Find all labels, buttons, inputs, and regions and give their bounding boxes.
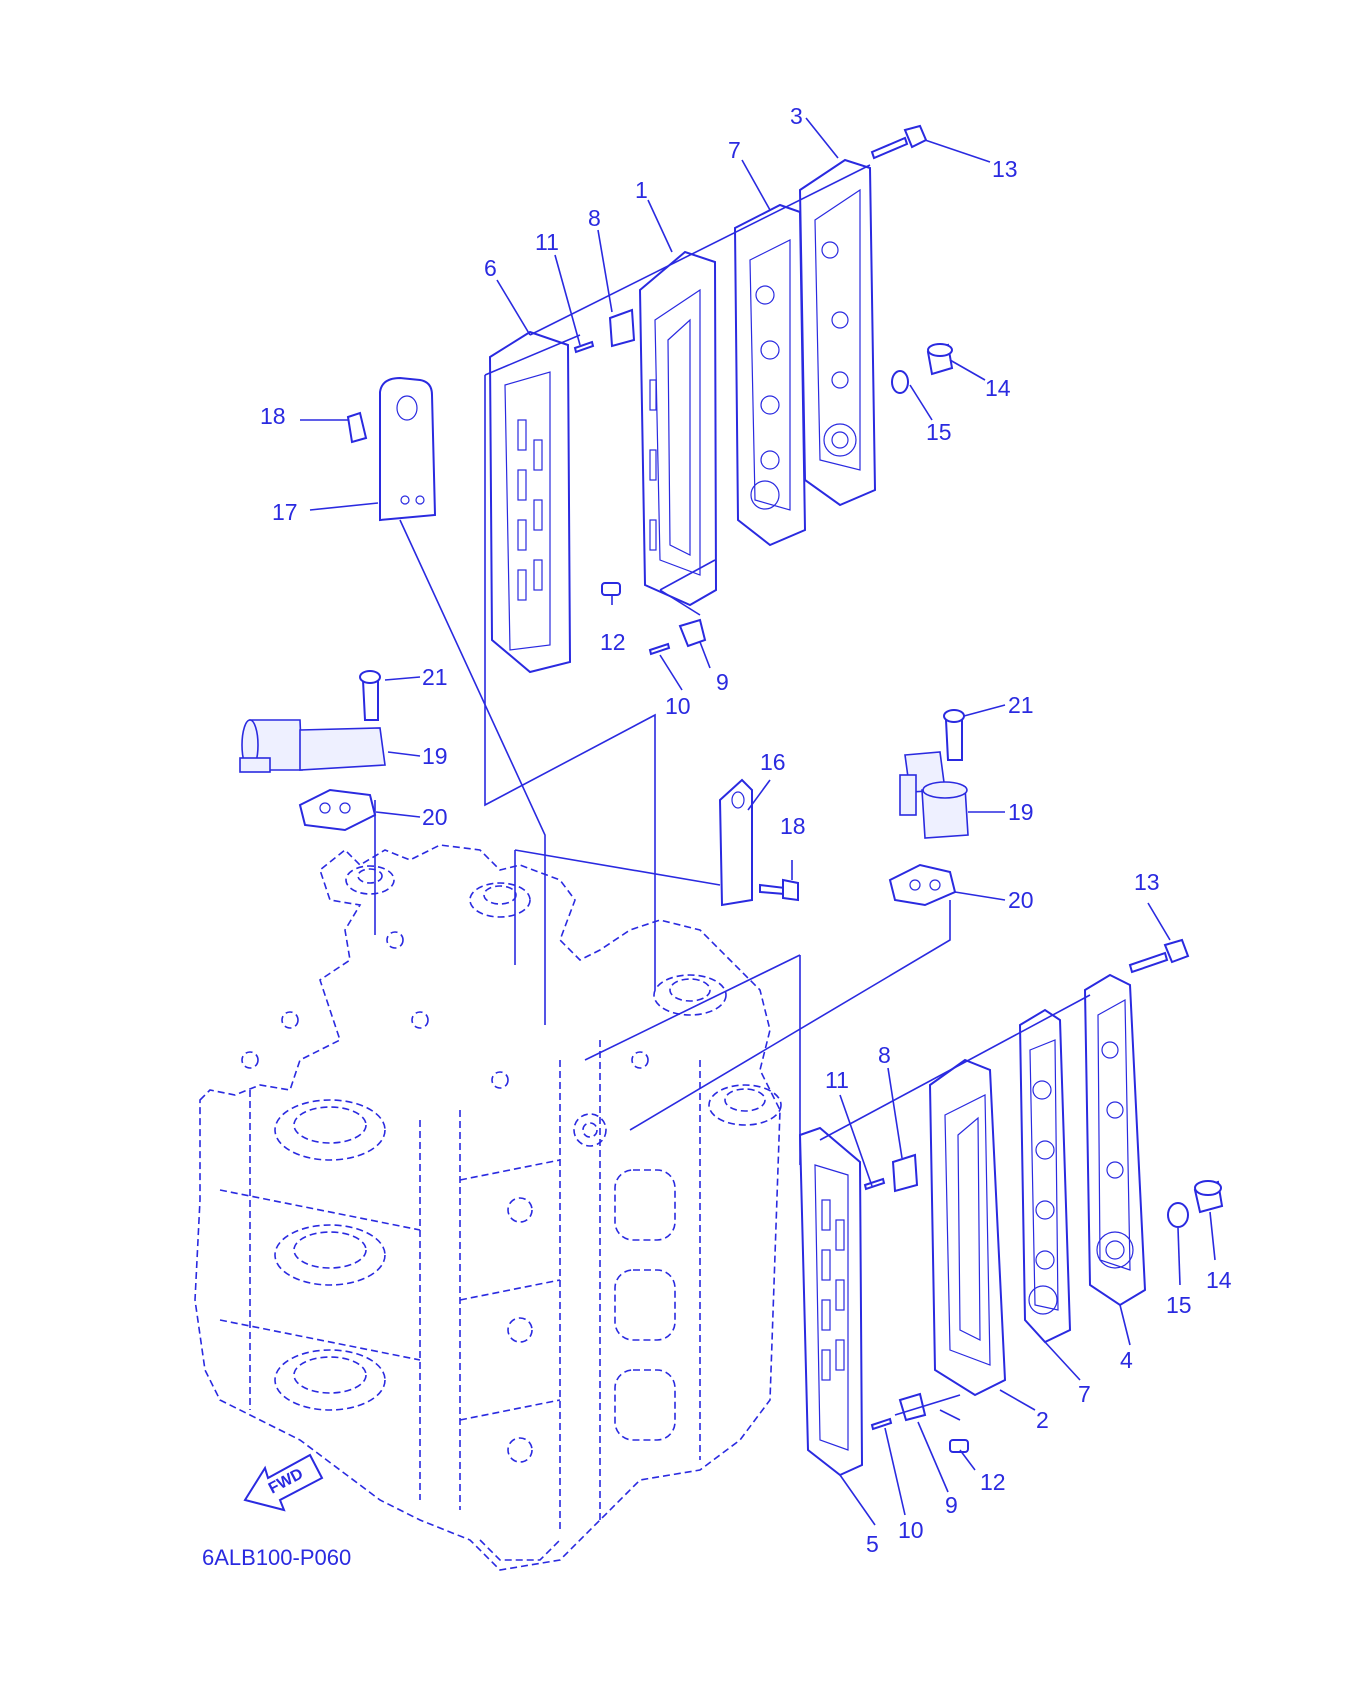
engine-block	[194, 844, 782, 1571]
callout-12-lower: 12	[980, 1469, 1006, 1495]
callout-10-lower: 10	[898, 1517, 924, 1543]
callout-7-lower: 7	[1078, 1381, 1091, 1407]
diagram-reference-code: 6ALB100-P060	[202, 1545, 351, 1570]
callout-2: 2	[1036, 1407, 1049, 1433]
callout-7-upper: 7	[728, 137, 741, 163]
callout-15-lower: 15	[1166, 1292, 1192, 1318]
callout-15-upper: 15	[926, 419, 952, 445]
callout-21-left: 21	[422, 664, 448, 690]
callout-labels: 1 2 3 4 5 6 7 7 8 8 9 9 10 10 11 11 12 1…	[260, 103, 1232, 1557]
callout-8-lower: 8	[878, 1042, 891, 1068]
lower-cover-assembly	[798, 938, 1224, 1477]
callout-14-lower: 14	[1206, 1267, 1232, 1293]
callout-21-right: 21	[1008, 692, 1034, 718]
callout-11-lower: 11	[825, 1067, 849, 1093]
callout-10-upper: 10	[665, 693, 691, 719]
callout-11-upper: 11	[535, 229, 559, 255]
callout-14-upper: 14	[985, 375, 1011, 401]
callout-16: 16	[760, 749, 786, 775]
callout-5: 5	[866, 1531, 879, 1557]
right-solenoid-assembly	[888, 709, 969, 907]
fwd-arrow-icon: FWD	[243, 1453, 324, 1512]
callout-13-lower: 13	[1134, 869, 1160, 895]
callout-1: 1	[635, 177, 648, 203]
callout-18-left: 18	[260, 403, 286, 429]
callout-8-upper: 8	[588, 205, 601, 231]
callout-19-left: 19	[422, 743, 448, 769]
callout-9-lower: 9	[945, 1492, 958, 1518]
upper-cover-assembly	[239, 124, 954, 907]
alignment-lines	[374, 164, 1091, 1421]
callout-20-right: 20	[1008, 887, 1034, 913]
callout-4: 4	[1120, 1347, 1133, 1373]
callout-20-left: 20	[422, 804, 448, 830]
callout-12-upper: 12	[600, 629, 626, 655]
callout-9-upper: 9	[716, 669, 729, 695]
leader-lines	[300, 117, 1216, 1526]
callout-19-right: 19	[1008, 799, 1034, 825]
callout-3: 3	[790, 103, 803, 129]
callout-17: 17	[272, 499, 298, 525]
callout-13-upper: 13	[992, 156, 1018, 182]
callout-6: 6	[484, 255, 497, 281]
callout-18-right: 18	[780, 813, 806, 839]
